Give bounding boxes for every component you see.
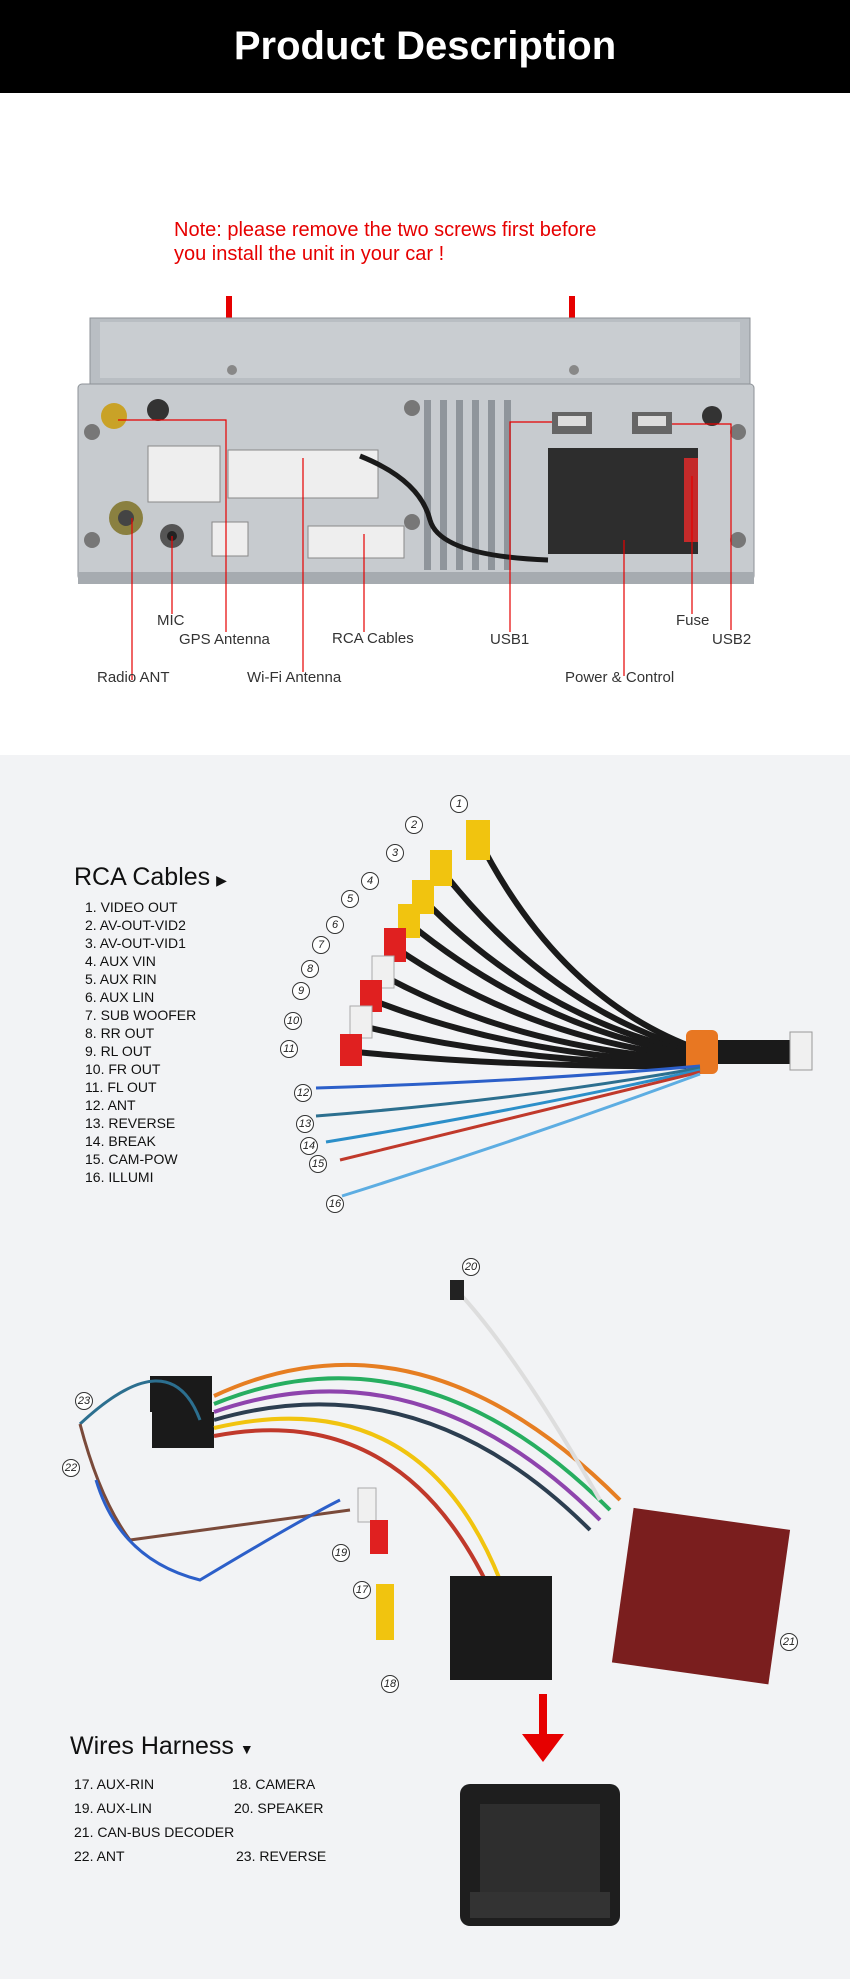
callout-number: 10 xyxy=(284,1012,302,1030)
callout-number: 17 xyxy=(353,1581,371,1599)
harness-item-19: 19. AUX-LIN xyxy=(74,1800,152,1816)
callout-number: 18 xyxy=(381,1675,399,1693)
callout-number: 5 xyxy=(341,890,359,908)
rca-section-title: RCA Cables▶ xyxy=(74,863,227,891)
caret-down-icon: ▼ xyxy=(239,1741,254,1757)
callout-number: 7 xyxy=(312,936,330,954)
label-gps-antenna: GPS Antenna xyxy=(179,631,270,648)
callout-number: 16 xyxy=(326,1195,344,1213)
harness-item-21: 21. CAN-BUS DECODER xyxy=(74,1824,235,1840)
callout-number: 21 xyxy=(780,1633,798,1651)
label-usb1: USB1 xyxy=(490,631,530,648)
label-mic: MIC xyxy=(157,612,185,629)
harness-item-23: 23. REVERSE xyxy=(236,1848,327,1864)
quadlock-connector-image xyxy=(460,1784,620,1926)
harness-section-title: Wires Harness▼ xyxy=(70,1732,254,1760)
caret-right-icon: ▶ xyxy=(216,872,227,888)
callout-number: 8 xyxy=(301,960,319,978)
rca-item: 9. RL OUT xyxy=(85,1043,152,1059)
rca-item: 14. BREAK xyxy=(85,1133,156,1149)
header-title: Product Description xyxy=(233,24,617,68)
rca-items-list: 1. VIDEO OUT 2. AV-OUT-VID2 3. AV-OUT-VID1… xyxy=(85,898,196,1186)
rca-item: 7. SUB WOOFER xyxy=(85,1007,197,1023)
callout-number: 23 xyxy=(75,1392,93,1410)
callout-number: 2 xyxy=(405,816,423,834)
callout-number: 19 xyxy=(332,1544,350,1562)
label-usb2: USB2 xyxy=(712,631,752,648)
label-wifi-antenna: Wi-Fi Antenna xyxy=(247,669,342,686)
callout-number: 3 xyxy=(386,844,404,862)
rca-item: 12. ANT xyxy=(85,1097,136,1113)
install-note: Note: please remove the two screws first… xyxy=(174,218,596,266)
callout-number: 9 xyxy=(292,982,310,1000)
harness-item-17: 17. AUX-RIN xyxy=(74,1776,155,1792)
rca-item: 13. REVERSE xyxy=(85,1115,176,1131)
wire-harness-image xyxy=(78,1280,791,1685)
callout-number: 22 xyxy=(62,1459,80,1477)
callout-number: 4 xyxy=(361,872,379,890)
callout-number: 11 xyxy=(280,1040,298,1058)
install-note-line2: you install the unit in your car ! xyxy=(174,243,445,265)
rca-item: 3. AV-OUT-VID1 xyxy=(85,935,186,951)
label-rca-cables: RCA Cables xyxy=(332,630,414,647)
rca-item: 6. AUX LIN xyxy=(85,989,155,1005)
red-arrow-down-icon xyxy=(522,1694,564,1762)
callout-number: 1 xyxy=(450,795,468,813)
rca-cable-bundle-image xyxy=(315,820,813,1198)
label-power-control: Power & Control xyxy=(565,669,675,686)
rca-item: 4. AUX VIN xyxy=(85,953,156,969)
harness-item-22: 22. ANT xyxy=(74,1848,125,1864)
callout-number: 6 xyxy=(326,916,344,934)
rca-item: 15. CAM-POW xyxy=(85,1151,178,1167)
callout-number: 13 xyxy=(296,1115,314,1133)
callout-number: 15 xyxy=(309,1155,327,1173)
harness-item-20: 20. SPEAKER xyxy=(234,1800,324,1816)
head-unit-image xyxy=(77,317,755,584)
rca-item: 10. FR OUT xyxy=(85,1061,161,1077)
harness-item-18: 18. CAMERA xyxy=(232,1776,316,1792)
rca-item: 5. AUX RIN xyxy=(85,971,157,987)
cables-section xyxy=(0,755,850,1979)
rca-item: 1. VIDEO OUT xyxy=(85,899,178,915)
page-header: Product Description xyxy=(0,0,850,93)
rca-item: 8. RR OUT xyxy=(85,1025,155,1041)
callout-number: 12 xyxy=(294,1084,312,1102)
rca-item: 16. ILLUMI xyxy=(85,1169,154,1185)
rca-item: 11. FL OUT xyxy=(85,1079,157,1095)
rca-item: 2. AV-OUT-VID2 xyxy=(85,917,186,933)
label-fuse: Fuse xyxy=(676,612,710,629)
install-note-line1: Note: please remove the two screws first… xyxy=(174,219,597,241)
callout-number: 14 xyxy=(300,1137,318,1155)
callout-lines xyxy=(118,419,732,680)
callout-number: 20 xyxy=(462,1258,480,1276)
label-radio-ant: Radio ANT xyxy=(97,669,170,686)
